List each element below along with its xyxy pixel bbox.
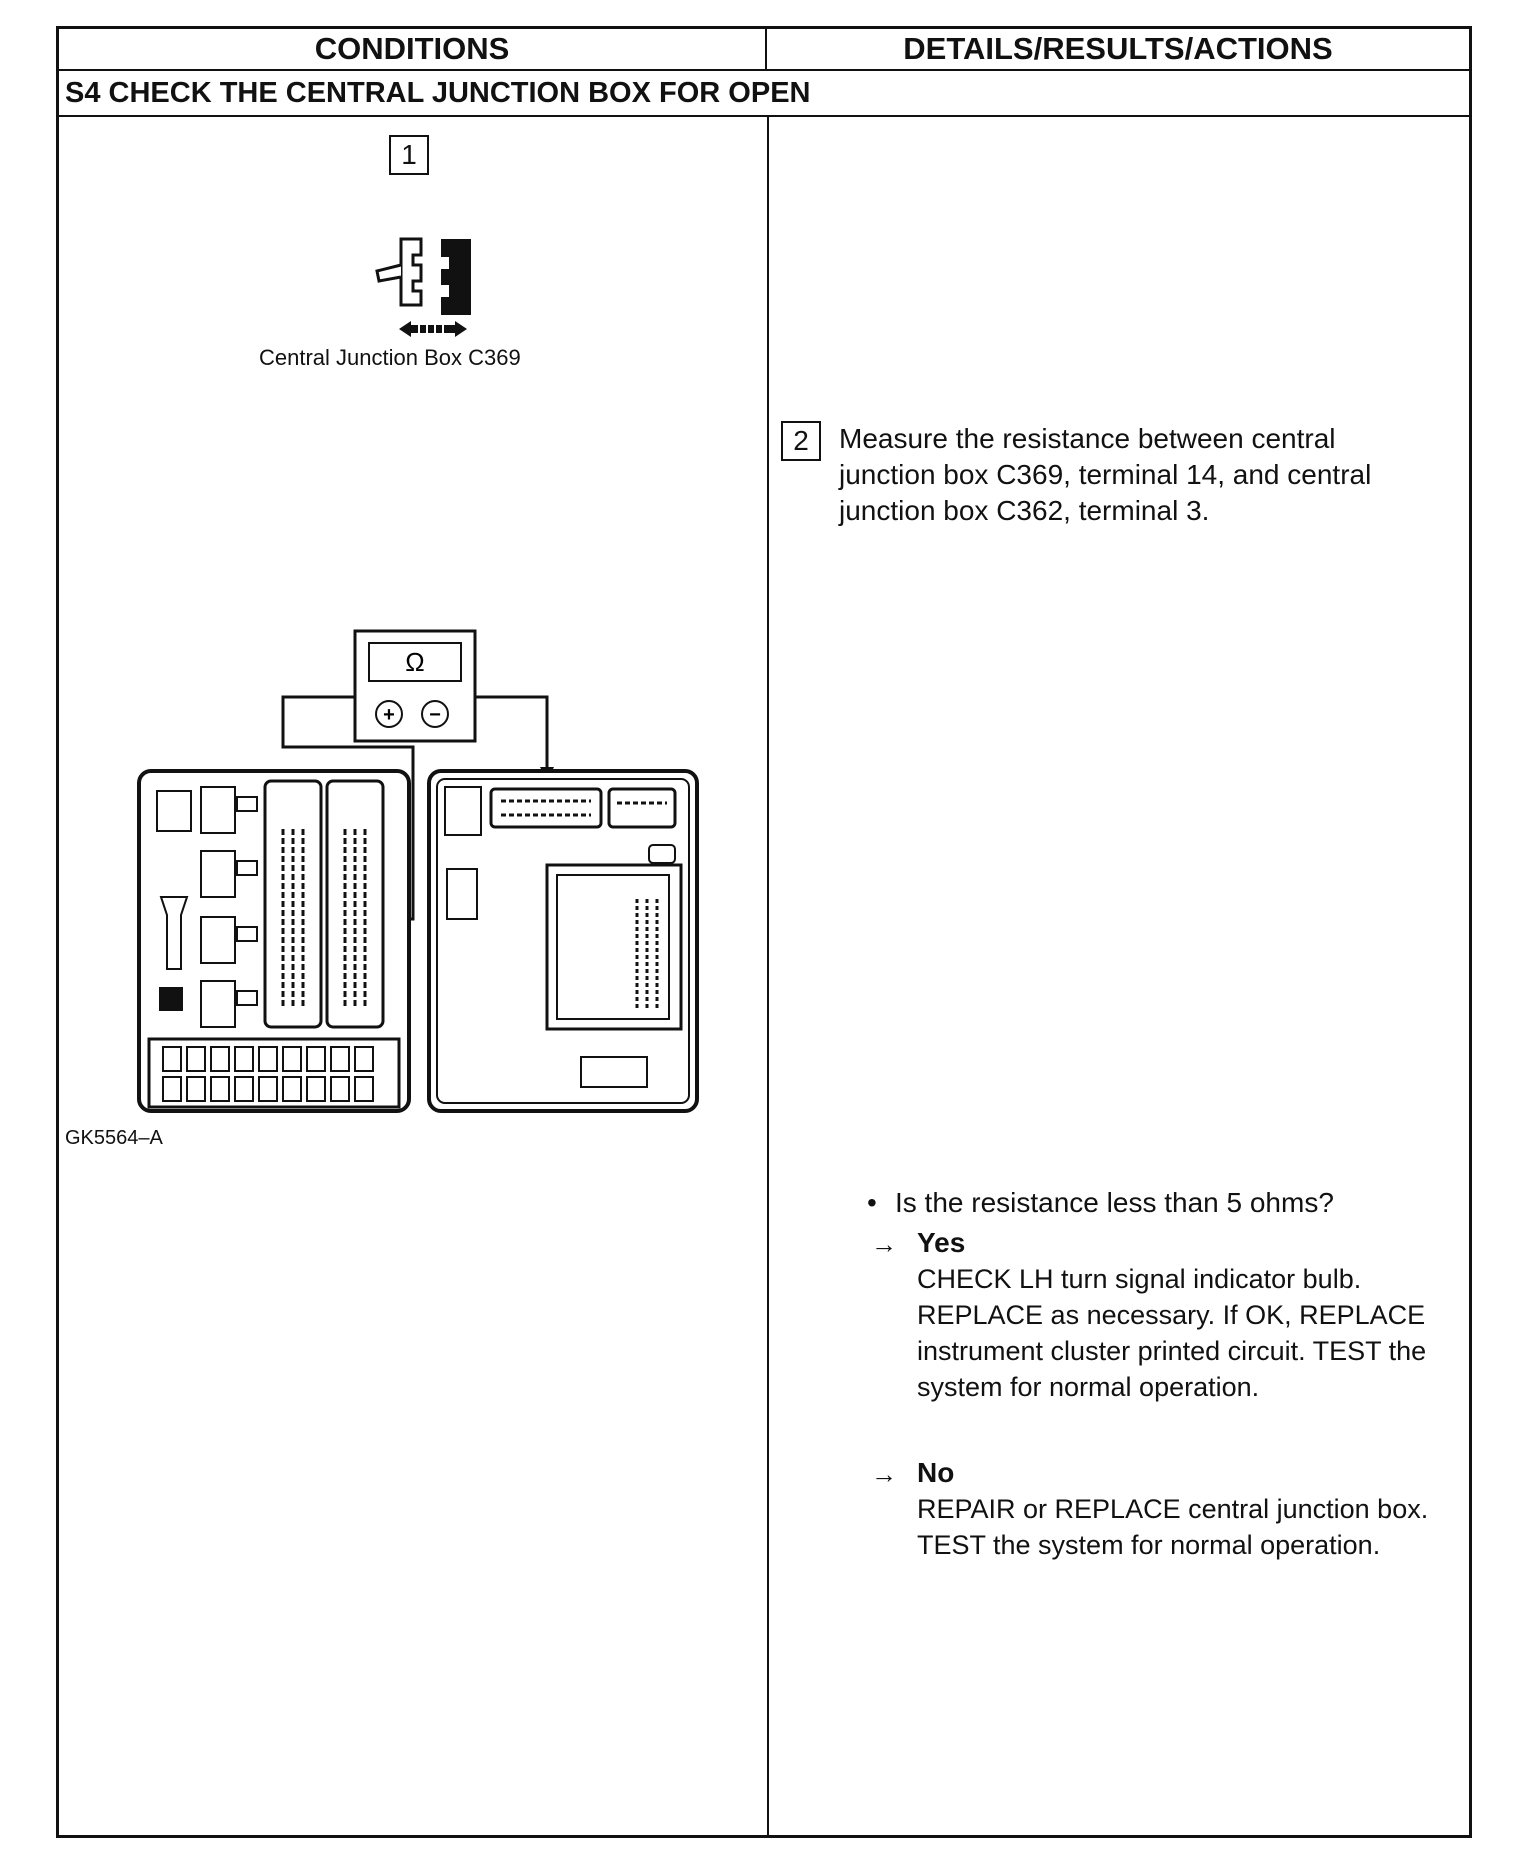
step-2-box: 2: [781, 421, 821, 461]
question-text: Is the resistance less than 5 ohms?: [895, 1187, 1334, 1218]
question-bullet: •: [867, 1187, 877, 1218]
connector-caption: Central Junction Box C369: [259, 345, 521, 370]
figure-id: GK5564–A: [65, 1127, 163, 1149]
junction-box-measurement-figure: Ω + −: [137, 629, 699, 1113]
yes-arrow-icon: →: [871, 1229, 897, 1259]
step-2-instruction: Measure the resistance between central j…: [839, 423, 1372, 526]
details-header: DETAILS/RESULTS/ACTIONS: [767, 29, 1469, 71]
step-title: S4 CHECK THE CENTRAL JUNCTION BOX FOR OP…: [59, 71, 1469, 117]
plus-terminal: +: [383, 704, 395, 726]
conditions-header: CONDITIONS: [59, 29, 767, 71]
no-label: No: [917, 1457, 955, 1488]
yes-text: CHECK LH turn signal indicator bulb. REP…: [917, 1264, 1427, 1402]
no-arrow-icon: →: [871, 1459, 897, 1489]
disconnect-connector-icon: [375, 237, 471, 337]
no-answer: No REPAIR or REPLACE central junction bo…: [917, 1455, 1447, 1563]
yes-label: Yes: [917, 1227, 966, 1258]
diagnostic-table: CONDITIONS DETAILS/RESULTS/ACTIONS S4 CH…: [56, 26, 1472, 1838]
column-divider: [767, 117, 769, 1835]
central-junction-box-c369: [137, 769, 411, 1113]
no-text: REPAIR or REPLACE central junction box. …: [917, 1494, 1429, 1560]
yes-answer: Yes CHECK LH turn signal indicator bulb.…: [917, 1225, 1447, 1405]
minus-terminal: −: [429, 704, 441, 726]
ohm-symbol: Ω: [405, 647, 424, 677]
central-junction-box-c362: [427, 769, 699, 1113]
step-1-box: 1: [389, 135, 429, 175]
